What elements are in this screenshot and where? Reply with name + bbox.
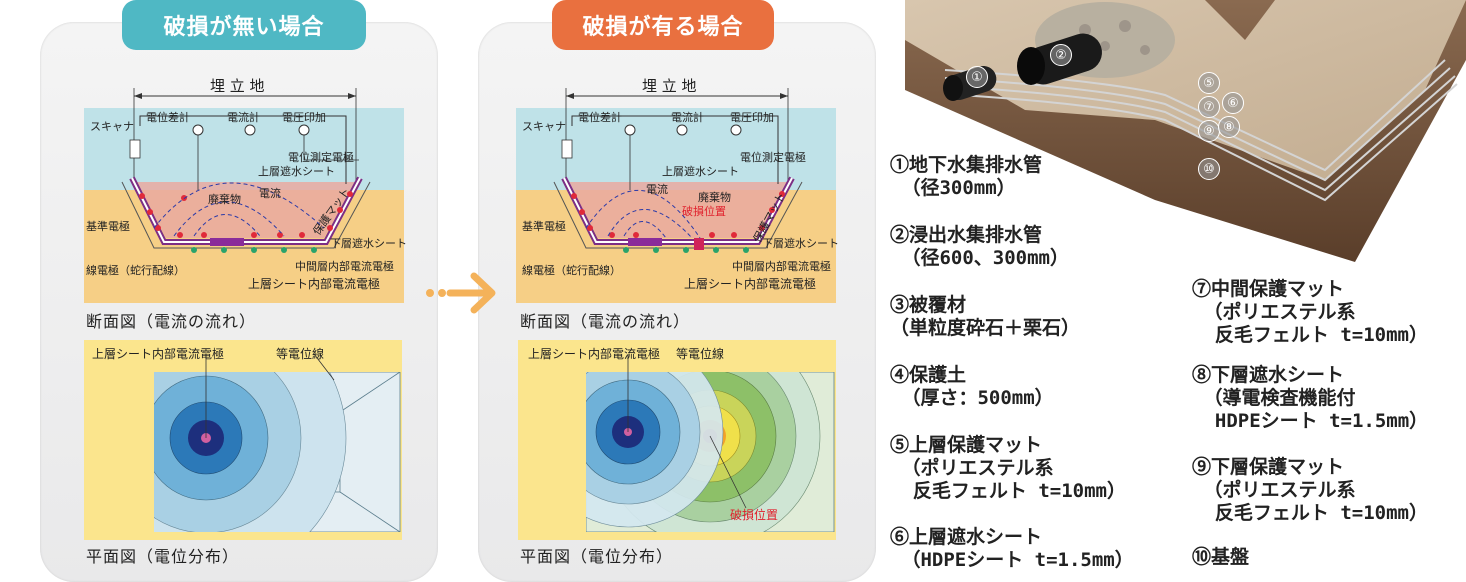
measure-electrode-label: 電位測定電極 xyxy=(288,151,354,164)
damage-title: 破損が有る場合 xyxy=(552,0,774,50)
right-plan-diagram xyxy=(518,340,836,540)
landfill-label: 埋 立 地 xyxy=(642,77,697,95)
lower-sheet-label: 下層遮水シート xyxy=(762,237,839,250)
plan-damage-label: 破損位置 xyxy=(730,508,779,522)
ref-electrode-label: 基準電極 xyxy=(522,220,566,233)
damage-position-label: 破損位置 xyxy=(682,205,726,218)
layer-number-1: ① xyxy=(966,66,988,88)
line-electrode-label: 線電極（蛇行配線） xyxy=(522,264,621,277)
layer-number-9: ⑨ xyxy=(1198,120,1220,142)
mid-electrode-label: 中間層内部電流電極 xyxy=(732,260,831,273)
landfill-label: 埋 立 地 xyxy=(210,77,265,95)
waste-label: 廃棄物 xyxy=(208,193,241,206)
layer-number-2: ② xyxy=(1050,44,1072,66)
ref-electrode-label: 基準電極 xyxy=(86,220,130,233)
legend-item-5: ⑤上層保護マット （ポリエステル系 反毛フェルト t=10mm） xyxy=(890,434,1126,502)
layer-number-5: ⑤ xyxy=(1198,72,1220,94)
current-label: 電流 xyxy=(259,187,281,200)
lower-sheet-label: 下層遮水シート xyxy=(330,237,407,250)
current-label: 電流 xyxy=(646,183,668,196)
measure-electrode-label: 電位測定電極 xyxy=(740,151,806,164)
scanner-label: スキャナ xyxy=(522,120,566,133)
ammeter-label: 電流計 xyxy=(671,111,704,124)
potential-meter-label: 電位差計 xyxy=(578,111,622,124)
ammeter-label: 電流計 xyxy=(227,111,260,124)
legend-item-2: ②浸出水集排水管 （径600、300mm） xyxy=(890,224,1069,269)
no-damage-title: 破損が無い場合 xyxy=(122,0,366,50)
plan-isoline-label: 等電位線 xyxy=(276,347,325,361)
upper-sheet-label: 上層遮水シート xyxy=(258,165,335,178)
upper-electrode-label: 上層シート内部電流電極 xyxy=(248,277,381,291)
legend-item-1: ①地下水集排水管 （径300mm） xyxy=(890,154,1043,199)
scanner-label: スキャナ xyxy=(90,120,134,133)
legend-item-4: ④保護土 （厚さ：500mm） xyxy=(890,364,1054,409)
legend-item-6: ⑥上層遮水シート （HDPEシート t=1.5mm） xyxy=(890,526,1134,571)
layer-structure-illustration xyxy=(905,0,1466,262)
voltage-label: 電圧印加 xyxy=(282,111,326,124)
legend-item-9: ⑨下層保護マット （ポリエステル系 反毛フェルト t=10mm） xyxy=(1192,456,1428,524)
legend-item-3: ③被覆材 （単粒度砕石＋栗石） xyxy=(890,294,1081,339)
upper-electrode-label: 上層シート内部電流電極 xyxy=(684,277,817,291)
left-plan-caption: 平面図（電位分布） xyxy=(86,547,240,566)
layer-number-8: ⑧ xyxy=(1218,116,1240,138)
arrow-icon xyxy=(426,272,496,314)
right-section-caption: 断面図（電流の流れ） xyxy=(520,312,691,331)
mid-electrode-label: 中間層内部電流電極 xyxy=(295,260,394,273)
voltage-label: 電圧印加 xyxy=(730,111,774,124)
layer-number-10: ⑩ xyxy=(1198,158,1220,180)
plan-electrode-label: 上層シート内部電流電極 xyxy=(528,347,661,361)
right-cross-section-diagram xyxy=(516,88,836,303)
upper-sheet-label: 上層遮水シート xyxy=(662,165,739,178)
layer-number-6: ⑥ xyxy=(1222,92,1244,114)
plan-electrode-label: 上層シート内部電流電極 xyxy=(92,347,225,361)
legend-item-7: ⑦中間保護マット （ポリエステル系 反毛フェルト t=10mm） xyxy=(1192,278,1428,346)
potential-meter-label: 電位差計 xyxy=(146,111,190,124)
waste-label: 廃棄物 xyxy=(698,191,731,204)
legend-item-10: ⑩基盤 xyxy=(1192,546,1250,568)
left-cross-section-diagram xyxy=(84,88,404,303)
left-section-caption: 断面図（電流の流れ） xyxy=(86,312,257,331)
legend-item-8: ⑧下層遮水シート （導電検査機能付 HDPEシート t=1.5mm） xyxy=(1192,364,1429,432)
left-plan-diagram xyxy=(84,340,402,540)
plan-isoline-label: 等電位線 xyxy=(676,347,725,361)
layer-number-7: ⑦ xyxy=(1198,96,1220,118)
line-electrode-label: 線電極（蛇行配線） xyxy=(86,264,185,277)
right-plan-caption: 平面図（電位分布） xyxy=(520,547,674,566)
